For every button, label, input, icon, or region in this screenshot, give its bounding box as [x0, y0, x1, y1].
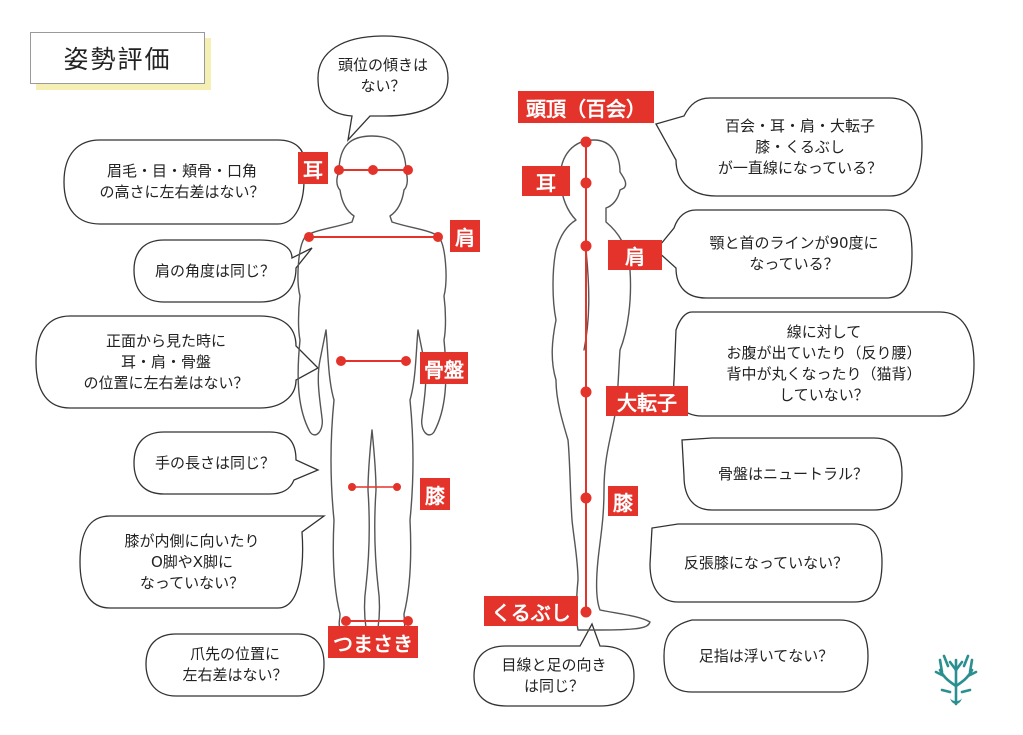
question-knee-alignment: 膝が内側に向いたり O脚やX脚に なっていない？	[124, 531, 260, 592]
question-arm-length: 手の長さは同じ？	[154, 453, 275, 472]
label-side-ear: 耳	[522, 166, 570, 196]
bubble-knee-alignment	[79, 515, 326, 609]
label-front-knee: 膝	[420, 478, 450, 510]
label-front-ear: 耳	[298, 152, 328, 184]
label-side-trochanter: 大転子	[606, 386, 688, 416]
question-toe-position: 爪先の位置に 左右差はない？	[182, 645, 288, 684]
bubble-pelvis-neutral	[681, 437, 903, 511]
label-front-shoulder: 肩	[450, 220, 480, 252]
bubble-face-height	[63, 139, 320, 225]
bubble-front-asymmetry	[35, 315, 320, 409]
question-face-height: 眉毛・目・頬骨・口角 の高さに左右差はない？	[99, 162, 265, 201]
label-front-pelvis: 骨盤	[420, 352, 468, 384]
front-body-outline	[297, 135, 447, 629]
question-trunk: 線に対して お腹が出ていたり（反り腰） 背中が丸くなったり（猫背） していない？	[726, 323, 922, 404]
bubble-toe-position	[145, 633, 325, 697]
bubble-floating-toes	[663, 619, 869, 693]
bubble-arm-length	[133, 431, 320, 495]
bubble-head-tilt	[317, 35, 449, 143]
question-shoulder-angle: 肩の角度は同じ？	[154, 261, 275, 280]
coral-tree-logo-icon	[934, 654, 978, 706]
side-plumb-line	[580, 136, 592, 618]
bubble-trunk	[673, 311, 975, 417]
bubble-alignment	[655, 97, 923, 197]
question-hyperextension: 反張膝になっていない？	[683, 553, 849, 572]
side-body-outline	[551, 139, 651, 631]
bubble-jaw-neck	[655, 209, 913, 299]
front-measure-lines	[304, 165, 443, 626]
bubble-shoulder-angle	[133, 239, 313, 303]
question-jaw-neck: 顎と首のラインが90度に なっている？	[709, 234, 879, 273]
bubble-hyperextension	[649, 523, 883, 603]
question-front-asymmetry: 正面から見た時に 耳・肩・骨盤 の位置に左右差はない？	[83, 331, 249, 392]
label-side-ankle: くるぶし	[484, 596, 578, 626]
label-front-toe: つまさき	[328, 626, 418, 658]
question-gaze-feet: 目線と足の向き は同じ？	[501, 656, 607, 695]
question-head-tilt: 頭位の傾きは ない？	[337, 56, 428, 95]
front-speech-bubbles	[35, 35, 449, 697]
page-title: 姿勢評価	[30, 32, 205, 84]
label-side-knee: 膝	[608, 486, 638, 516]
question-alignment: 百会・耳・肩・大転子 膝・くるぶし が一直線になっている？	[717, 116, 883, 177]
question-pelvis-neutral: 骨盤はニュートラル？	[717, 464, 868, 483]
side-speech-bubbles	[473, 97, 975, 707]
label-side-shoulder: 肩	[608, 240, 662, 270]
bubble-gaze-feet	[473, 622, 635, 707]
label-side-vertex: 頭頂（百会）	[518, 91, 654, 123]
question-floating-toes: 足指は浮いてない？	[698, 646, 834, 665]
